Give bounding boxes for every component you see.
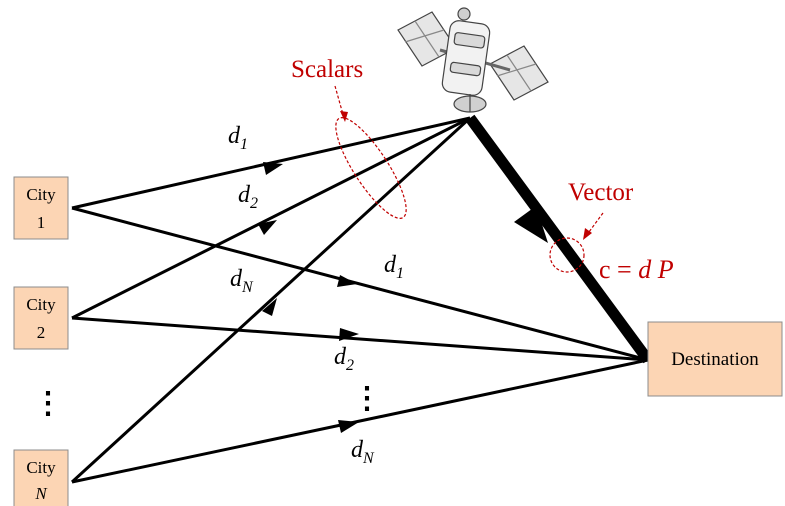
- arrow-cityN-satellite: [262, 298, 277, 316]
- city-2-label-line1: City: [26, 295, 56, 314]
- arrow-city1-destination: [337, 275, 357, 287]
- city-2-rect: [13, 286, 69, 350]
- edges-to-destination: [71, 206, 649, 484]
- city-1-rect: [13, 176, 69, 240]
- destination-rect: [647, 321, 783, 397]
- city-1-box: City 1: [13, 176, 69, 240]
- vector-pointer-head: [583, 228, 592, 240]
- city-1-label-line2: 1: [37, 213, 46, 232]
- satellite-body: [441, 20, 491, 96]
- city-2-box: City 2: [13, 286, 69, 350]
- satellite-icon: [397, 7, 549, 113]
- city-n-rect: [13, 449, 69, 506]
- arrow-city2-satellite: [258, 220, 277, 235]
- edge-city2-destination: [71, 316, 649, 362]
- scalars-label: Scalars: [291, 56, 363, 83]
- edges-to-satellite: [70, 116, 472, 484]
- equation-label: c = d P: [599, 255, 674, 284]
- arrowheads: [258, 162, 359, 433]
- arrow-city1-satellite: [263, 162, 283, 175]
- label-dest-d1: d1: [384, 252, 404, 282]
- label-dest-d2: d2: [334, 344, 354, 374]
- cities-ellipsis: ⋮: [33, 387, 63, 420]
- scalars-annotation: [334, 85, 407, 219]
- scalars-ellipse: [335, 117, 407, 219]
- label-dest-dn: dN: [351, 437, 375, 467]
- city-n-label-line1: City: [26, 458, 56, 477]
- city-1-label-line1: City: [26, 185, 56, 204]
- label-sat-d2: d2: [238, 182, 258, 212]
- vector-label: Vector: [568, 179, 634, 206]
- arrow-cityN-destination: [338, 420, 359, 433]
- vector-arrowhead: [514, 206, 548, 243]
- vector-annotation: [549, 212, 604, 273]
- city-2-label-line2: 2: [37, 323, 46, 342]
- city-n-label-line2: N: [34, 484, 48, 503]
- label-sat-dn: dN: [230, 266, 254, 296]
- scalars-pointer-head: [340, 111, 348, 122]
- label-sat-d1: d1: [228, 123, 248, 153]
- edges-ellipsis: ⋮: [352, 382, 382, 415]
- edge-satellite-destination: [465, 114, 653, 364]
- edge-city2-satellite: [71, 116, 471, 320]
- arrow-city2-destination: [339, 328, 359, 341]
- edge-cityN-destination: [71, 358, 649, 484]
- city-n-box: City N: [13, 449, 69, 506]
- edge-cityN-satellite: [70, 116, 472, 484]
- destination-label: Destination: [671, 349, 759, 370]
- destination-box: Destination: [647, 321, 783, 397]
- vector-ellipse: [549, 237, 585, 273]
- edge-city1-destination: [71, 206, 649, 362]
